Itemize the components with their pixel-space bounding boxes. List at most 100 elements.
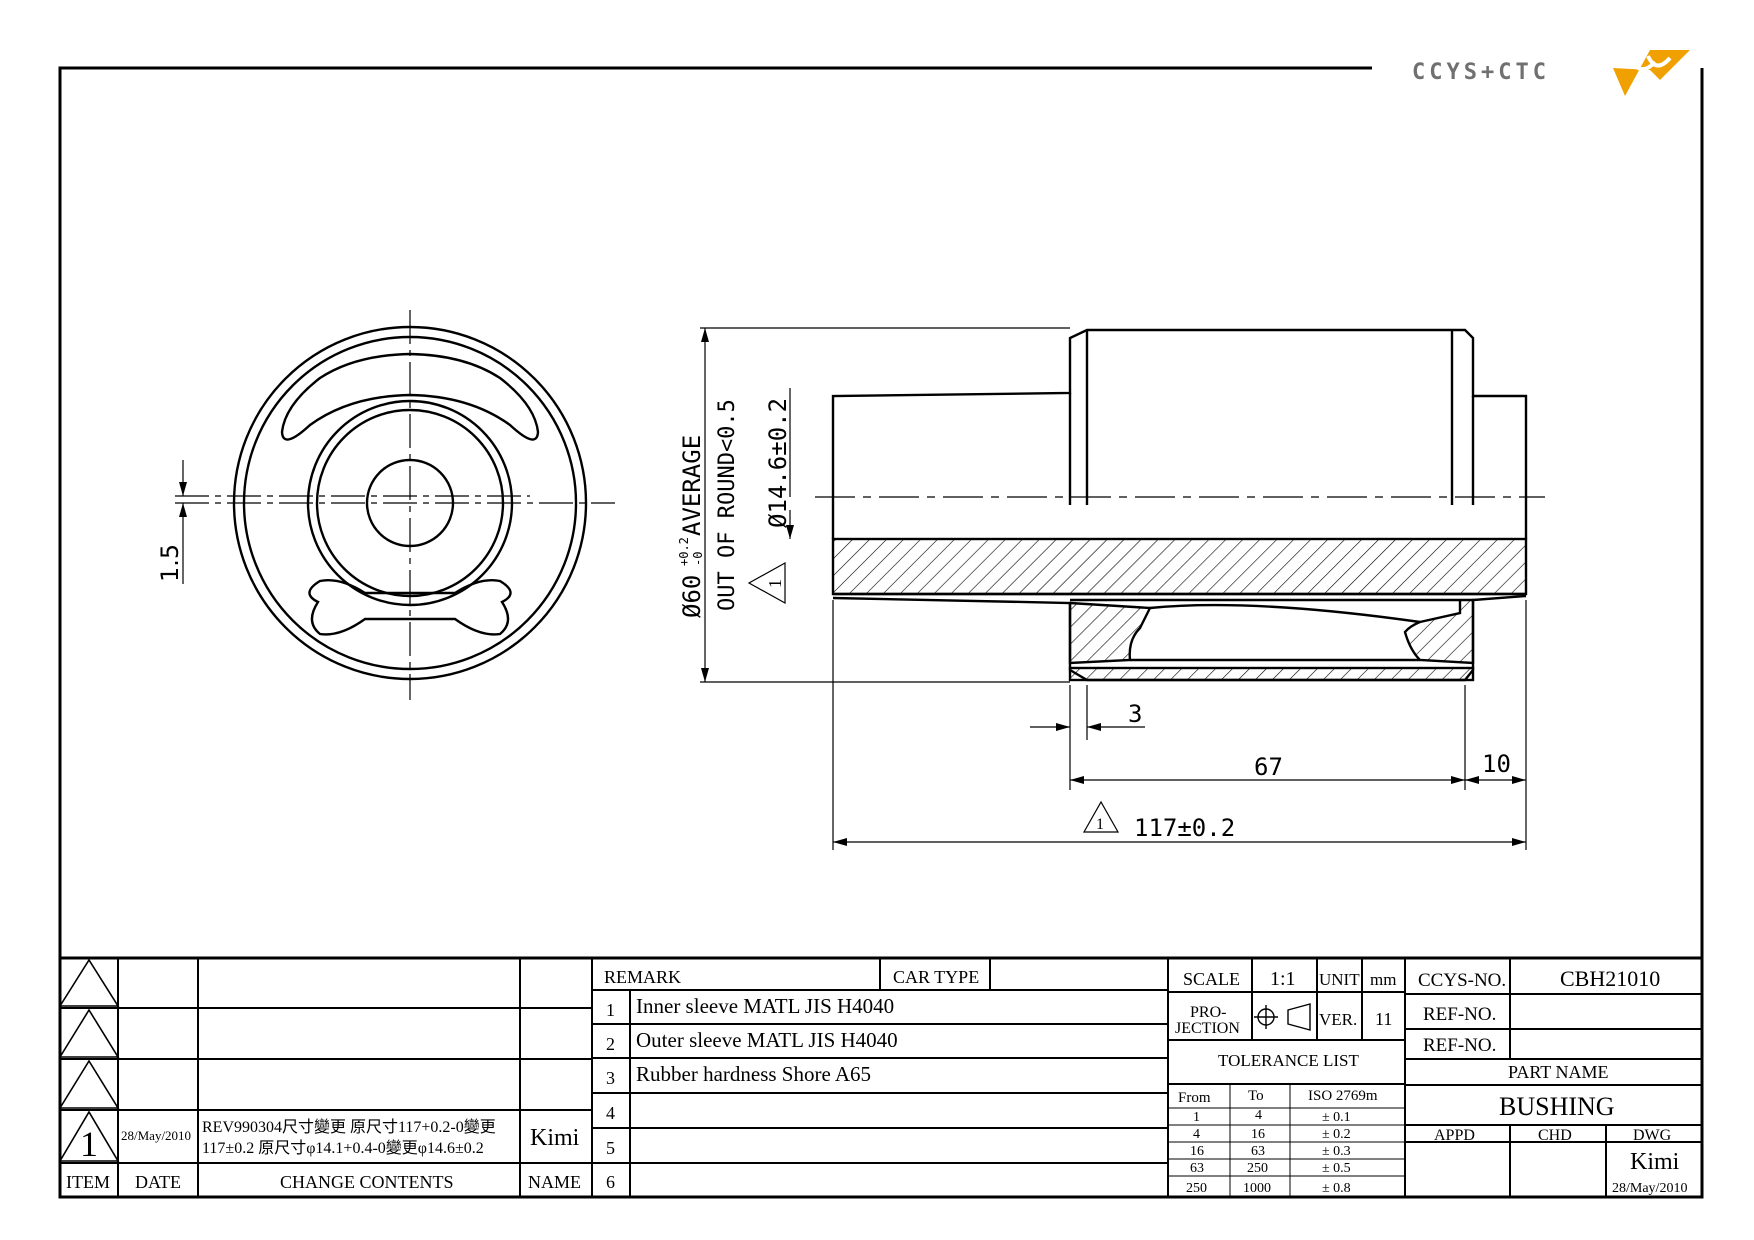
tol-row-4-to: 250 (1247, 1161, 1268, 1176)
dim-round-note: OUT OF ROUND<0.5 (715, 399, 740, 611)
rev-triangle-2 (58, 1059, 120, 1109)
dwg-label: DWG (1633, 1127, 1672, 1144)
company-logo: CCYS+CTC (1412, 50, 1690, 96)
side-outer-sleeve-section (1068, 666, 1475, 682)
dim-step: 3 (1128, 700, 1142, 728)
front-offset-label: 1.5 (156, 544, 184, 582)
side-rubber-web (1130, 603, 1421, 662)
dim-inner-rev-marker: 1 (747, 561, 786, 605)
tol-row-5-tol: ± 0.8 (1322, 1181, 1351, 1196)
scale-label: SCALE (1183, 969, 1240, 989)
remark-header: REMARK (604, 967, 681, 987)
dwg-name: Kimi (1630, 1149, 1680, 1175)
side-rubber-section-left (1068, 601, 1152, 665)
dim-sleeve-length: 67 (1254, 753, 1283, 781)
front-upper-void (280, 352, 540, 441)
logo-text: CCYS+CTC (1412, 60, 1550, 85)
appd-label: APPD (1434, 1127, 1475, 1144)
part-name-label: PART NAME (1508, 1062, 1608, 1082)
unit-label: UNIT (1319, 970, 1360, 989)
side-view (815, 328, 1545, 682)
tol-header-to: To (1248, 1088, 1264, 1104)
dim-outer-diameter: Ø60 (678, 575, 706, 618)
tol-row-3-from: 16 (1190, 1144, 1204, 1159)
projection-label-2: JECTION (1175, 1020, 1240, 1037)
logo-mark-icon (1613, 50, 1690, 96)
side-inner-sleeve-section (831, 537, 1528, 596)
car-type-label: CAR TYPE (893, 967, 979, 987)
tol-row-3-tol: ± 0.3 (1322, 1144, 1351, 1159)
remark-no-3: 3 (606, 1068, 615, 1088)
rev-contents-line-2: 117±0.2 原尺寸φ14.1+0.4-0變更φ14.6±0.2 (202, 1139, 484, 1157)
sheet-border (58, 66, 1704, 1199)
remark-text-1: Inner sleeve MATL JIS H4040 (636, 994, 894, 1018)
rev-header-item: ITEM (66, 1172, 110, 1192)
remarks-block: REMARK CAR TYPE 1 Inner sleeve MATL JIS … (604, 967, 979, 1192)
info-block: SCALE 1:1 UNIT mm PRO- JECTION VER. 11 (1175, 968, 1396, 1037)
tol-row-2-to: 16 (1251, 1127, 1265, 1142)
remark-no-5: 5 (606, 1138, 615, 1158)
tol-header-iso: ISO 2769m (1308, 1088, 1378, 1104)
dim-outer-note: AVERAGE (678, 435, 706, 536)
unit-value: mm (1370, 970, 1396, 989)
rev-item-1: 1 (80, 1124, 98, 1164)
tol-row-1-from: 1 (1193, 1110, 1200, 1125)
dim-total-length: 117±0.2 (1134, 814, 1235, 842)
tol-row-1-tol: ± 0.1 (1322, 1110, 1351, 1125)
dim-total-rev-number: 1 (1096, 816, 1104, 833)
projection-label-1: PRO- (1190, 1004, 1226, 1021)
dim-total-rev-marker: 1 (1082, 800, 1120, 833)
remark-no-2: 2 (606, 1034, 615, 1054)
dim-outer-tol-plus: +0.2 (677, 537, 691, 566)
front-offset-dimension: 1.5 (156, 460, 187, 584)
remark-text-3: Rubber hardness Shore A65 (636, 1062, 871, 1086)
remark-no-6: 6 (606, 1172, 615, 1192)
tolerance-list: TOLERANCE LIST From To ISO 2769m 1 4 ± 0… (1178, 1051, 1378, 1196)
ccys-no-label: CCYS-NO. (1418, 970, 1506, 991)
ccys-no-value: CBH21010 (1560, 966, 1660, 991)
rev-triangle-4 (58, 958, 120, 1007)
rev-name-1: Kimi (530, 1125, 580, 1151)
ver-value: 11 (1375, 1009, 1392, 1029)
tol-row-3-to: 63 (1251, 1144, 1265, 1159)
rev-triangle-3 (58, 1008, 120, 1058)
ref-no-label-1: REF-NO. (1423, 1004, 1496, 1025)
tol-row-5-to: 1000 (1243, 1181, 1271, 1196)
tolerance-title: TOLERANCE LIST (1218, 1051, 1359, 1070)
dim-inner-diameter: Ø14.6±0.2 (764, 398, 792, 528)
revision-block: 1 28/May/2010 REV990304尺寸變更 原尺寸117+0.2-0… (66, 1118, 581, 1192)
front-view (175, 310, 615, 700)
tol-row-2-from: 4 (1193, 1127, 1200, 1142)
remark-no-4: 4 (606, 1103, 615, 1123)
title-block-frame (60, 956, 1702, 1197)
side-upper-outline (831, 328, 1528, 539)
tol-row-2-tol: ± 0.2 (1322, 1127, 1351, 1142)
chd-label: CHD (1538, 1127, 1572, 1144)
remark-text-2: Outer sleeve MATL JIS H4040 (636, 1028, 898, 1052)
tol-row-5-from: 250 (1186, 1181, 1207, 1196)
title-block: CCYS-NO. CBH21010 REF-NO. REF-NO. PART N… (1418, 966, 1687, 1196)
revision-triangles (58, 958, 120, 1162)
tol-row-4-tol: ± 0.5 (1322, 1161, 1351, 1176)
front-lower-void (308, 579, 512, 636)
side-dimension-labels: Ø60 +0.2 -0 AVERAGE OUT OF ROUND<0.5 Ø14… (677, 398, 1511, 842)
dim-end-length: 10 (1482, 750, 1511, 778)
ref-no-label-2: REF-NO. (1423, 1035, 1496, 1056)
tol-row-4-from: 63 (1190, 1161, 1204, 1176)
dim-outer-tol-minus: -0 (691, 552, 705, 566)
rev-header-name: NAME (528, 1172, 581, 1192)
rev-triangle-1 (58, 1110, 120, 1162)
part-name-value: BUSHING (1499, 1092, 1615, 1121)
ver-label: VER. (1319, 1010, 1357, 1029)
rev-header-contents: CHANGE CONTENTS (280, 1172, 454, 1192)
remark-no-1: 1 (606, 1000, 615, 1020)
side-dimensions (700, 327, 1527, 850)
dwg-date: 28/May/2010 (1612, 1181, 1687, 1196)
dim-inner-rev-number: 1 (765, 579, 785, 588)
projection-symbol-icon (1254, 1003, 1311, 1031)
tol-row-1-to: 4 (1255, 1108, 1262, 1123)
scale-value: 1:1 (1270, 968, 1296, 990)
tol-header-from: From (1178, 1090, 1211, 1106)
rev-contents-line-1: REV990304尺寸變更 原尺寸117+0.2-0變更 (202, 1118, 496, 1136)
